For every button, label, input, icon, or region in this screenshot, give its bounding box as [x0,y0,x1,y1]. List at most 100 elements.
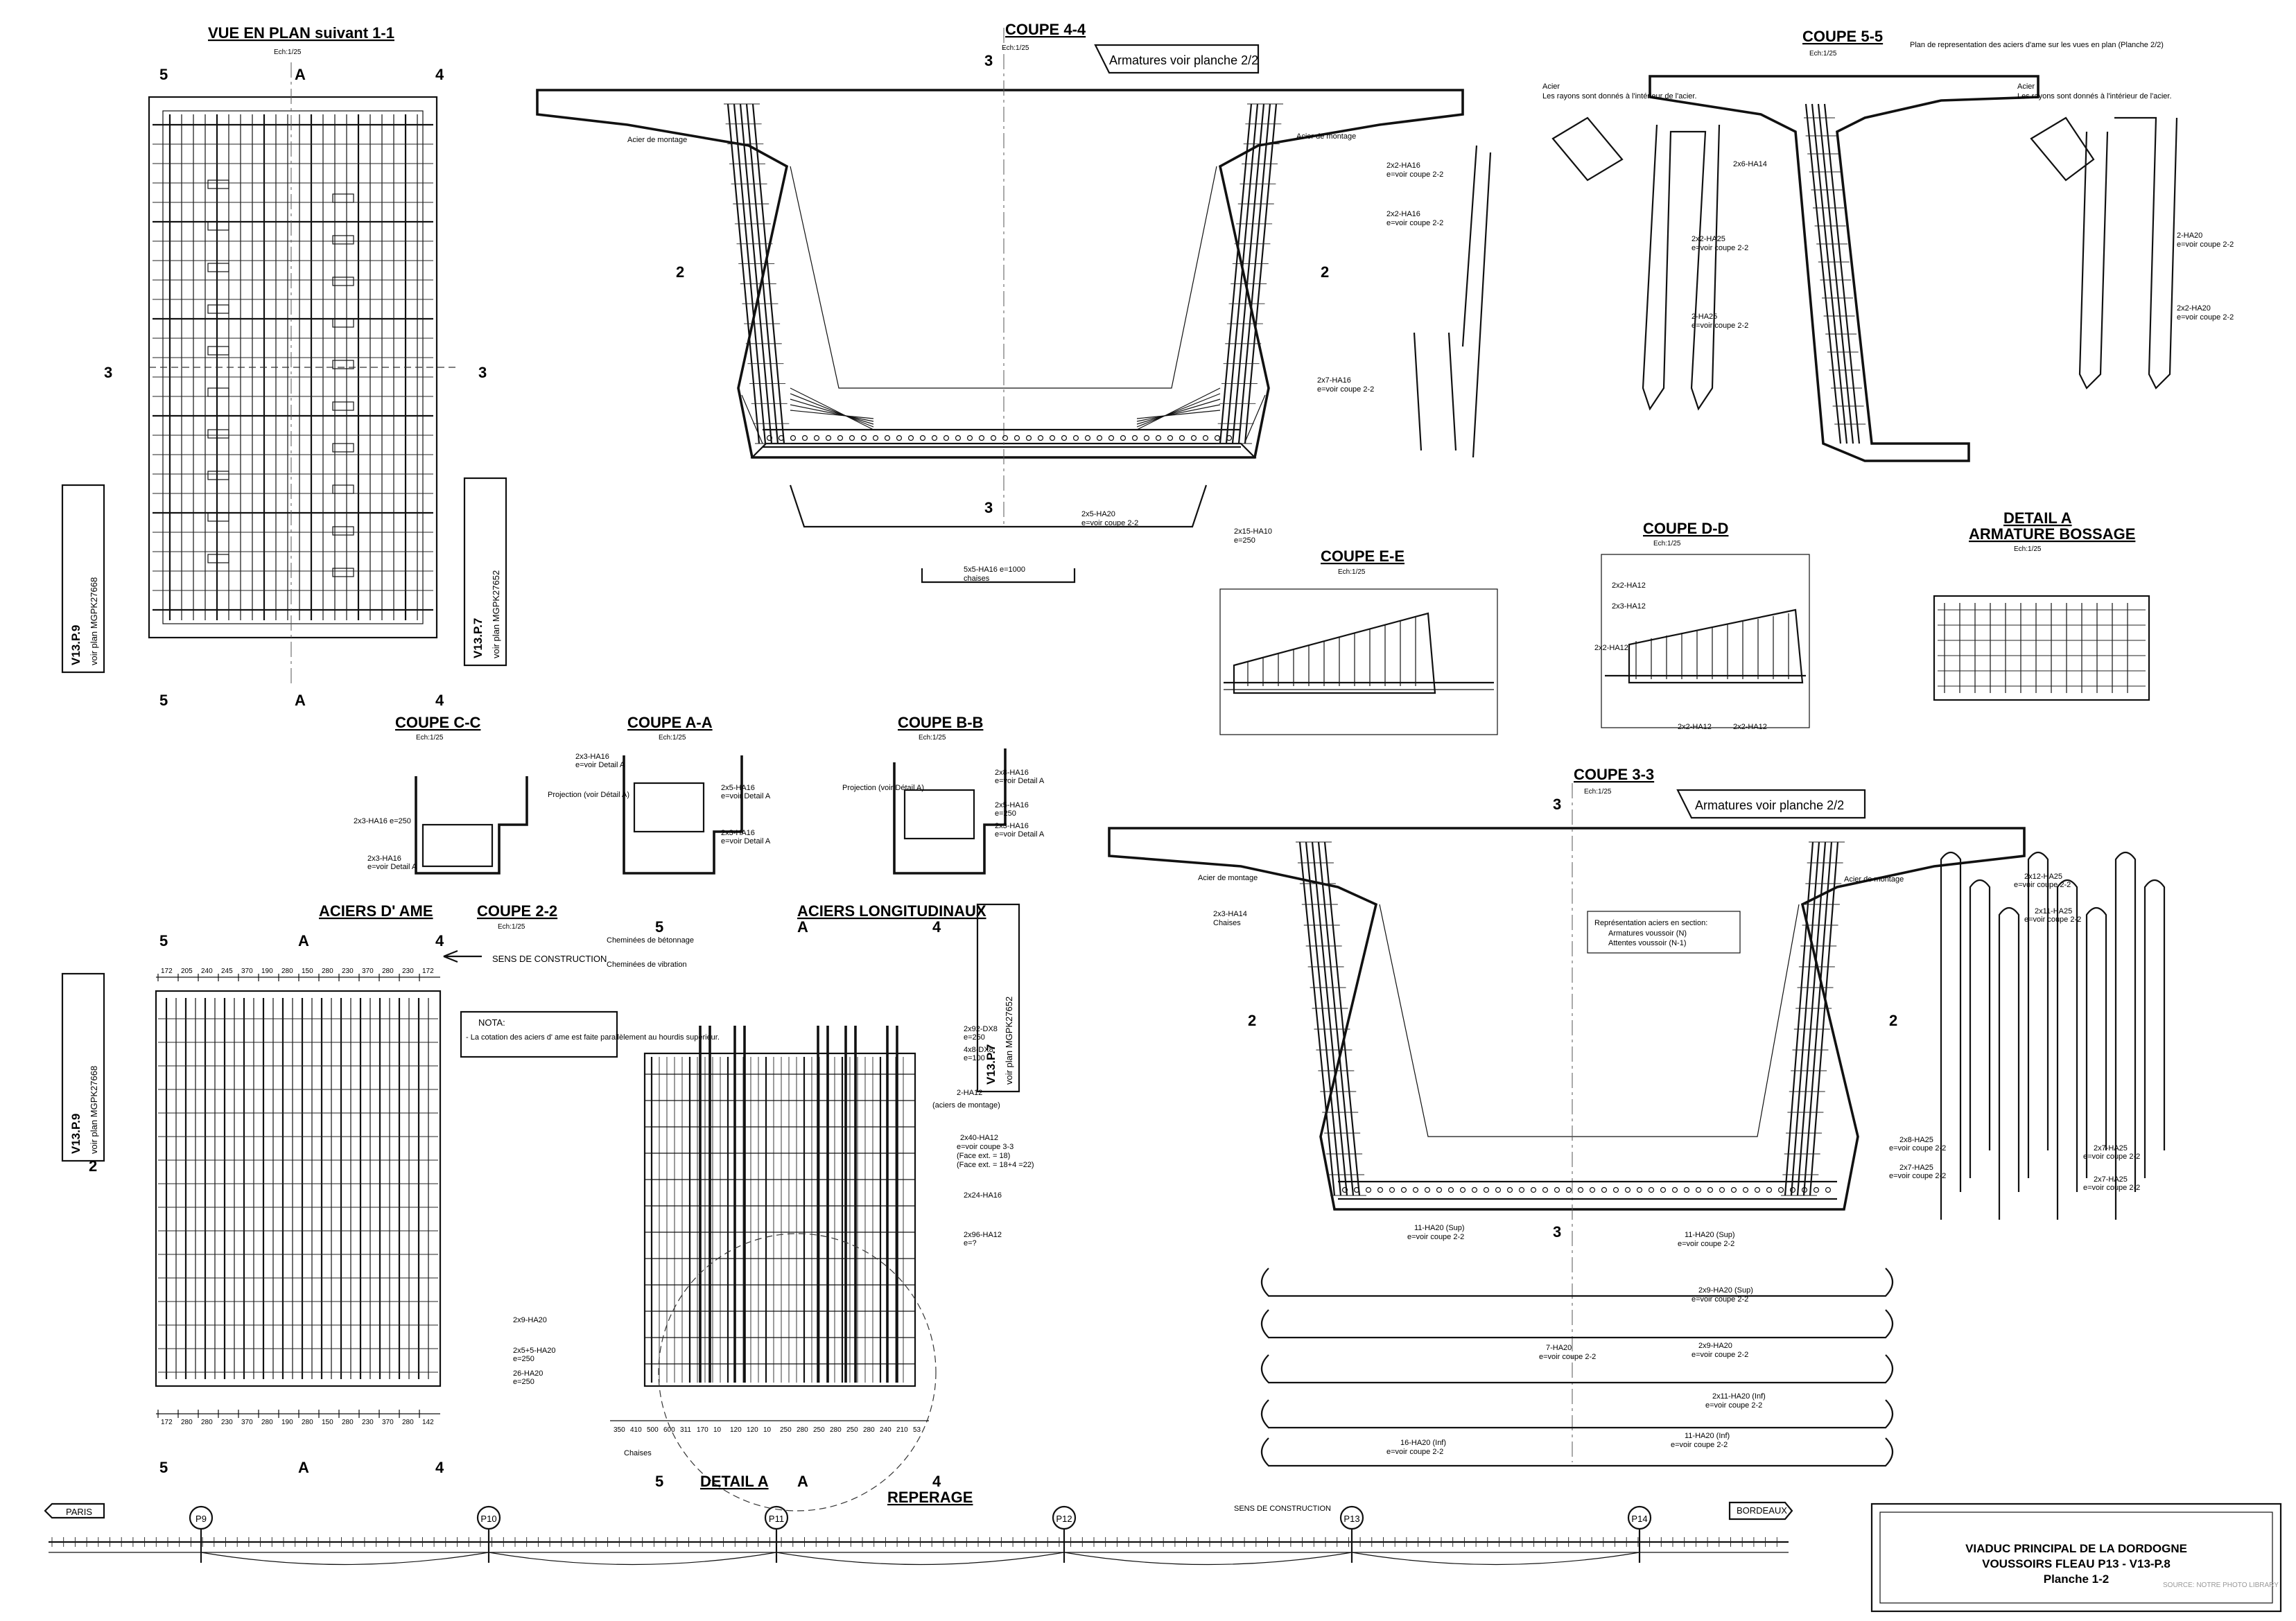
c33-r-d: 2x7-HA25 [1899,1164,1933,1172]
plan-ref-right-sub: voir plan MGPK27652 [491,570,501,658]
elev-left-dir: PARIS [66,1507,92,1517]
dim-top-4: 370 [241,967,253,975]
section-2-2: ACIERS D' AME ACIERS LONGITUDINAUX COUPE… [61,902,1034,1512]
section-3-3-title: COUPE 3-3 [1574,766,1654,783]
dim-long-6: 10 [713,1426,722,1434]
dim-long-7: 120 [730,1426,742,1434]
section-mark-3-bot: 4 [435,692,444,709]
section-mark-2-right: 3 [478,364,487,381]
dim-top-5: 190 [261,967,273,975]
c22l-mark-5-top: A [797,918,808,936]
detailA-scale: Ech:1/25 [2014,545,2042,553]
c22l-mark-3-top: 4 [932,918,941,936]
c44-lbl-f: 5x5-HA16 e=1000 [964,566,1025,574]
c55-acier-left: Acier [1542,82,1560,91]
c22-lbl-d4: (Face ext. = 18+4 =22) [957,1161,1034,1169]
c33-lbl-11ib: e=voir coupe 2-2 [1671,1441,1728,1449]
title-block: VIADUC PRINCIPAL DE LA DORDOGNE VOUSSOIR… [1870,1502,2282,1613]
c33-lbl-7: 7-HA20 [1546,1344,1572,1352]
c33-note: Armatures voir planche 2/2 [1695,798,1844,812]
cBB-lbl-b2: e=250 [995,809,1016,818]
c44-lbl-d2: e=voir coupe 2-2 [1081,519,1138,527]
c22-mark-3-top: 4 [435,932,444,949]
cBB-lbl-c: 2x3-HA16 [995,822,1029,830]
c22-chem1: Cheminées de bétonnage [607,936,694,945]
section-2-2-title: COUPE 2-2 [477,902,557,920]
c33-web-rebar-right [1781,841,1845,1196]
c22-lbl-c: 2-HA12 [957,1089,982,1097]
section-mark-5-top: A [295,66,306,83]
cDD-lbl-c: 2x2-HA12 [1594,644,1628,652]
c55-note: Plan de representation des aciers d'ame … [1910,41,2164,49]
cDD-lbl-a: 2x2-HA12 [1612,581,1646,590]
c33-lbl-11b: e=voir coupe 2-2 [1407,1233,1464,1241]
cDD-rebar [1605,613,1806,679]
c22-chaises: Chaises [624,1449,652,1457]
section-A-A-title: COUPE A-A [627,714,713,731]
dim-top-0: 172 [161,967,173,975]
section-mark-2-left: 3 [104,364,112,381]
c33-lbl-2x9ib: e=voir coupe 2-2 [1691,1351,1748,1359]
web-rebar-right [1216,103,1283,444]
c22-mark-4-top: 5 [159,932,168,949]
cAA-lbl-a: 2x3-HA16 [575,753,609,761]
dim-long-8: 120 [747,1426,758,1434]
cDD-lbl-e: 2x2-HA12 [1733,723,1767,731]
dim-bot-6: 190 [281,1419,293,1426]
section-5-5-scale: Ech:1/25 [1809,50,1837,58]
c22-lbl-e: 2x24-HA16 [964,1191,1002,1200]
c44-lbl-f2: chaises [964,575,990,583]
c33-lbl-2x9: 2x9-HA20 (Sup) [1698,1286,1753,1295]
c44-acier-right: Acier de montage [1296,132,1356,141]
c22-lbl-b2: e=100 [964,1054,985,1062]
c22-lbl-c2: (aciers de montage) [932,1101,1000,1110]
section-D-D: COUPE D-D Ech:1/25 2x2-HA12 2x3-HA12 2x2… [1594,520,1810,731]
dim-long-5: 170 [697,1426,708,1434]
c44-lbl-d: 2x5-HA20 [1081,510,1115,518]
dim-top-3: 245 [221,967,233,975]
dim-long-4: 311 [680,1426,691,1434]
c33-r-b: 2x11-HA25 [2035,907,2072,915]
cBB-lbl-a: 2x8-HA16 [995,769,1029,777]
c44-mark-2-bot: 3 [984,499,993,516]
c55-rayons-right: Les rayons sont donnés à l'intérieur de … [2017,92,2172,100]
c22-mark-5-top: A [298,932,309,949]
c33-lbl-11: 11-HA20 (Sup) [1414,1224,1465,1232]
pier-P13: P13 [1343,1514,1359,1524]
title-line-1: VIADUC PRINCIPAL DE LA DORDOGNE [1965,1542,2187,1555]
detailA-rebar [1938,603,2146,693]
section-mark-5-bot: A [295,692,306,709]
c33-r-a2: e=voir coupe 2-2 [2014,881,2071,889]
c44-lbl-e2: e=250 [1234,536,1255,545]
c22-lbl-d3: (Face ext. = 18) [957,1152,1010,1160]
dim-long-1: 410 [630,1426,642,1434]
c33-legend-a: Armatures voussoir (N) [1608,929,1687,938]
section-3-3: COUPE 3-3 Ech:1/25 Armatures voir planch… [1108,766,2166,1467]
cBB-lbl-a2: e=voir Detail A [995,777,1045,785]
c33-mark-1-right: 2 [1889,1012,1897,1029]
dim-top-10: 370 [362,967,374,975]
title-watermark: SOURCE: NOTRE PHOTO LIBRARY [2163,1581,2279,1589]
c33-hooked-bars [1940,851,2166,1220]
c22l-mark-4-bot: 5 [655,1473,663,1490]
section-A-A-scale: Ech:1/25 [659,734,686,742]
c33-lbl-2x11: 2x11-HA20 (Inf) [1712,1392,1766,1401]
section-3-3-scale: Ech:1/25 [1584,788,1612,796]
cEE-rebar [1224,616,1494,690]
section-D-D-title: COUPE D-D [1643,520,1728,537]
cCC-lbl-b: 2x3-HA16 [367,855,401,863]
c33-acier-right: Acier de montage [1844,875,1904,884]
c22l-mark-5-bot: A [797,1473,808,1490]
dim-top-1: 205 [181,967,193,975]
c55-lbl-b: 2x2-HA25 [1691,235,1725,243]
section-A-A: COUPE A-A Ech:1/25 Projection (voir Déta… [548,714,771,875]
section-mark-4-bot: 5 [159,692,168,709]
cCC-lbl-b2: e=voir Detail A [367,863,417,871]
dim-bot-13: 142 [422,1419,434,1426]
c22-lbl-a2: e=250 [964,1033,985,1042]
dim-bot-5: 280 [261,1419,273,1426]
c22-ref-right-sub: voir plan MGPK27652 [1004,997,1014,1085]
